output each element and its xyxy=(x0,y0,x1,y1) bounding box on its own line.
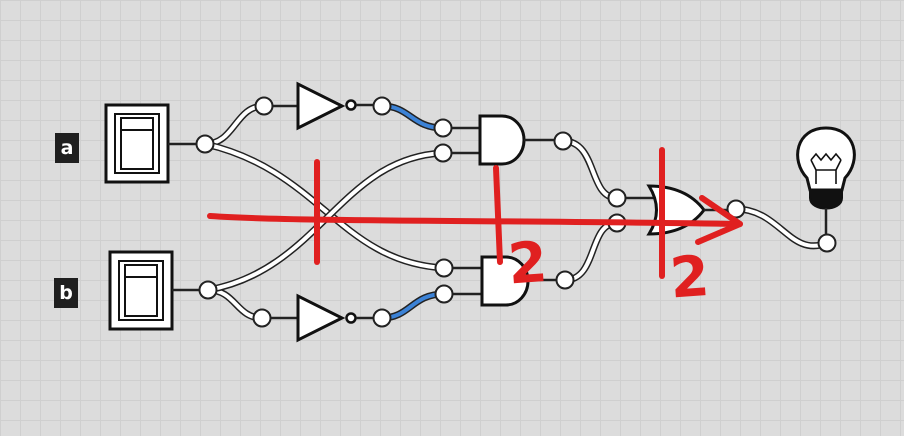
node-not-bottom-out xyxy=(372,308,392,328)
input-label-b: b xyxy=(54,278,78,308)
input-label-a: a xyxy=(55,133,79,163)
annotation-cut-2 xyxy=(493,165,503,265)
wire-not-bottom-to-and-bottom xyxy=(378,290,448,322)
not-gate-top[interactable] xyxy=(272,81,374,131)
not-gate-bottom[interactable] xyxy=(270,293,374,343)
node-switch-a-out xyxy=(195,134,215,154)
and-gate-bottom[interactable] xyxy=(451,255,558,307)
and-gate-top[interactable] xyxy=(450,114,556,166)
annotation-arrow-line xyxy=(207,213,743,227)
annotation-mark-and: 2 xyxy=(506,230,549,298)
node-and-top-in-2 xyxy=(433,143,453,163)
node-and-bottom-in-1 xyxy=(434,258,454,278)
switch-a[interactable] xyxy=(104,103,196,184)
node-not-bottom-in xyxy=(252,308,272,328)
lightbulb-icon xyxy=(796,126,856,236)
annotation-arrow-head xyxy=(695,195,743,245)
or-gate[interactable] xyxy=(624,184,729,236)
wire-or-to-bulb xyxy=(732,205,831,250)
wire-and-top-to-or xyxy=(559,137,621,202)
node-switch-b-out xyxy=(198,280,218,300)
wire-b-to-and-top xyxy=(204,149,447,294)
annotation-mark-or: 2 xyxy=(668,244,711,312)
wire-a-to-not-top xyxy=(201,102,268,148)
connection-nodes xyxy=(195,96,837,328)
red-annotations: 2 2 xyxy=(207,147,743,312)
node-not-top-in xyxy=(254,96,274,116)
node-or-out xyxy=(726,199,746,219)
node-and-bottom-in-2 xyxy=(434,284,454,304)
wire-and-bottom-to-or xyxy=(561,219,621,284)
node-bulb-in xyxy=(817,233,837,253)
node-and-top-in-1 xyxy=(433,118,453,138)
node-not-top-out xyxy=(372,96,392,116)
node-and-bottom-out xyxy=(555,270,575,290)
node-or-in-1 xyxy=(607,188,627,208)
node-and-top-out xyxy=(553,131,573,151)
switch-b[interactable] xyxy=(108,250,199,331)
wire-not-top-to-and-top xyxy=(378,102,447,132)
